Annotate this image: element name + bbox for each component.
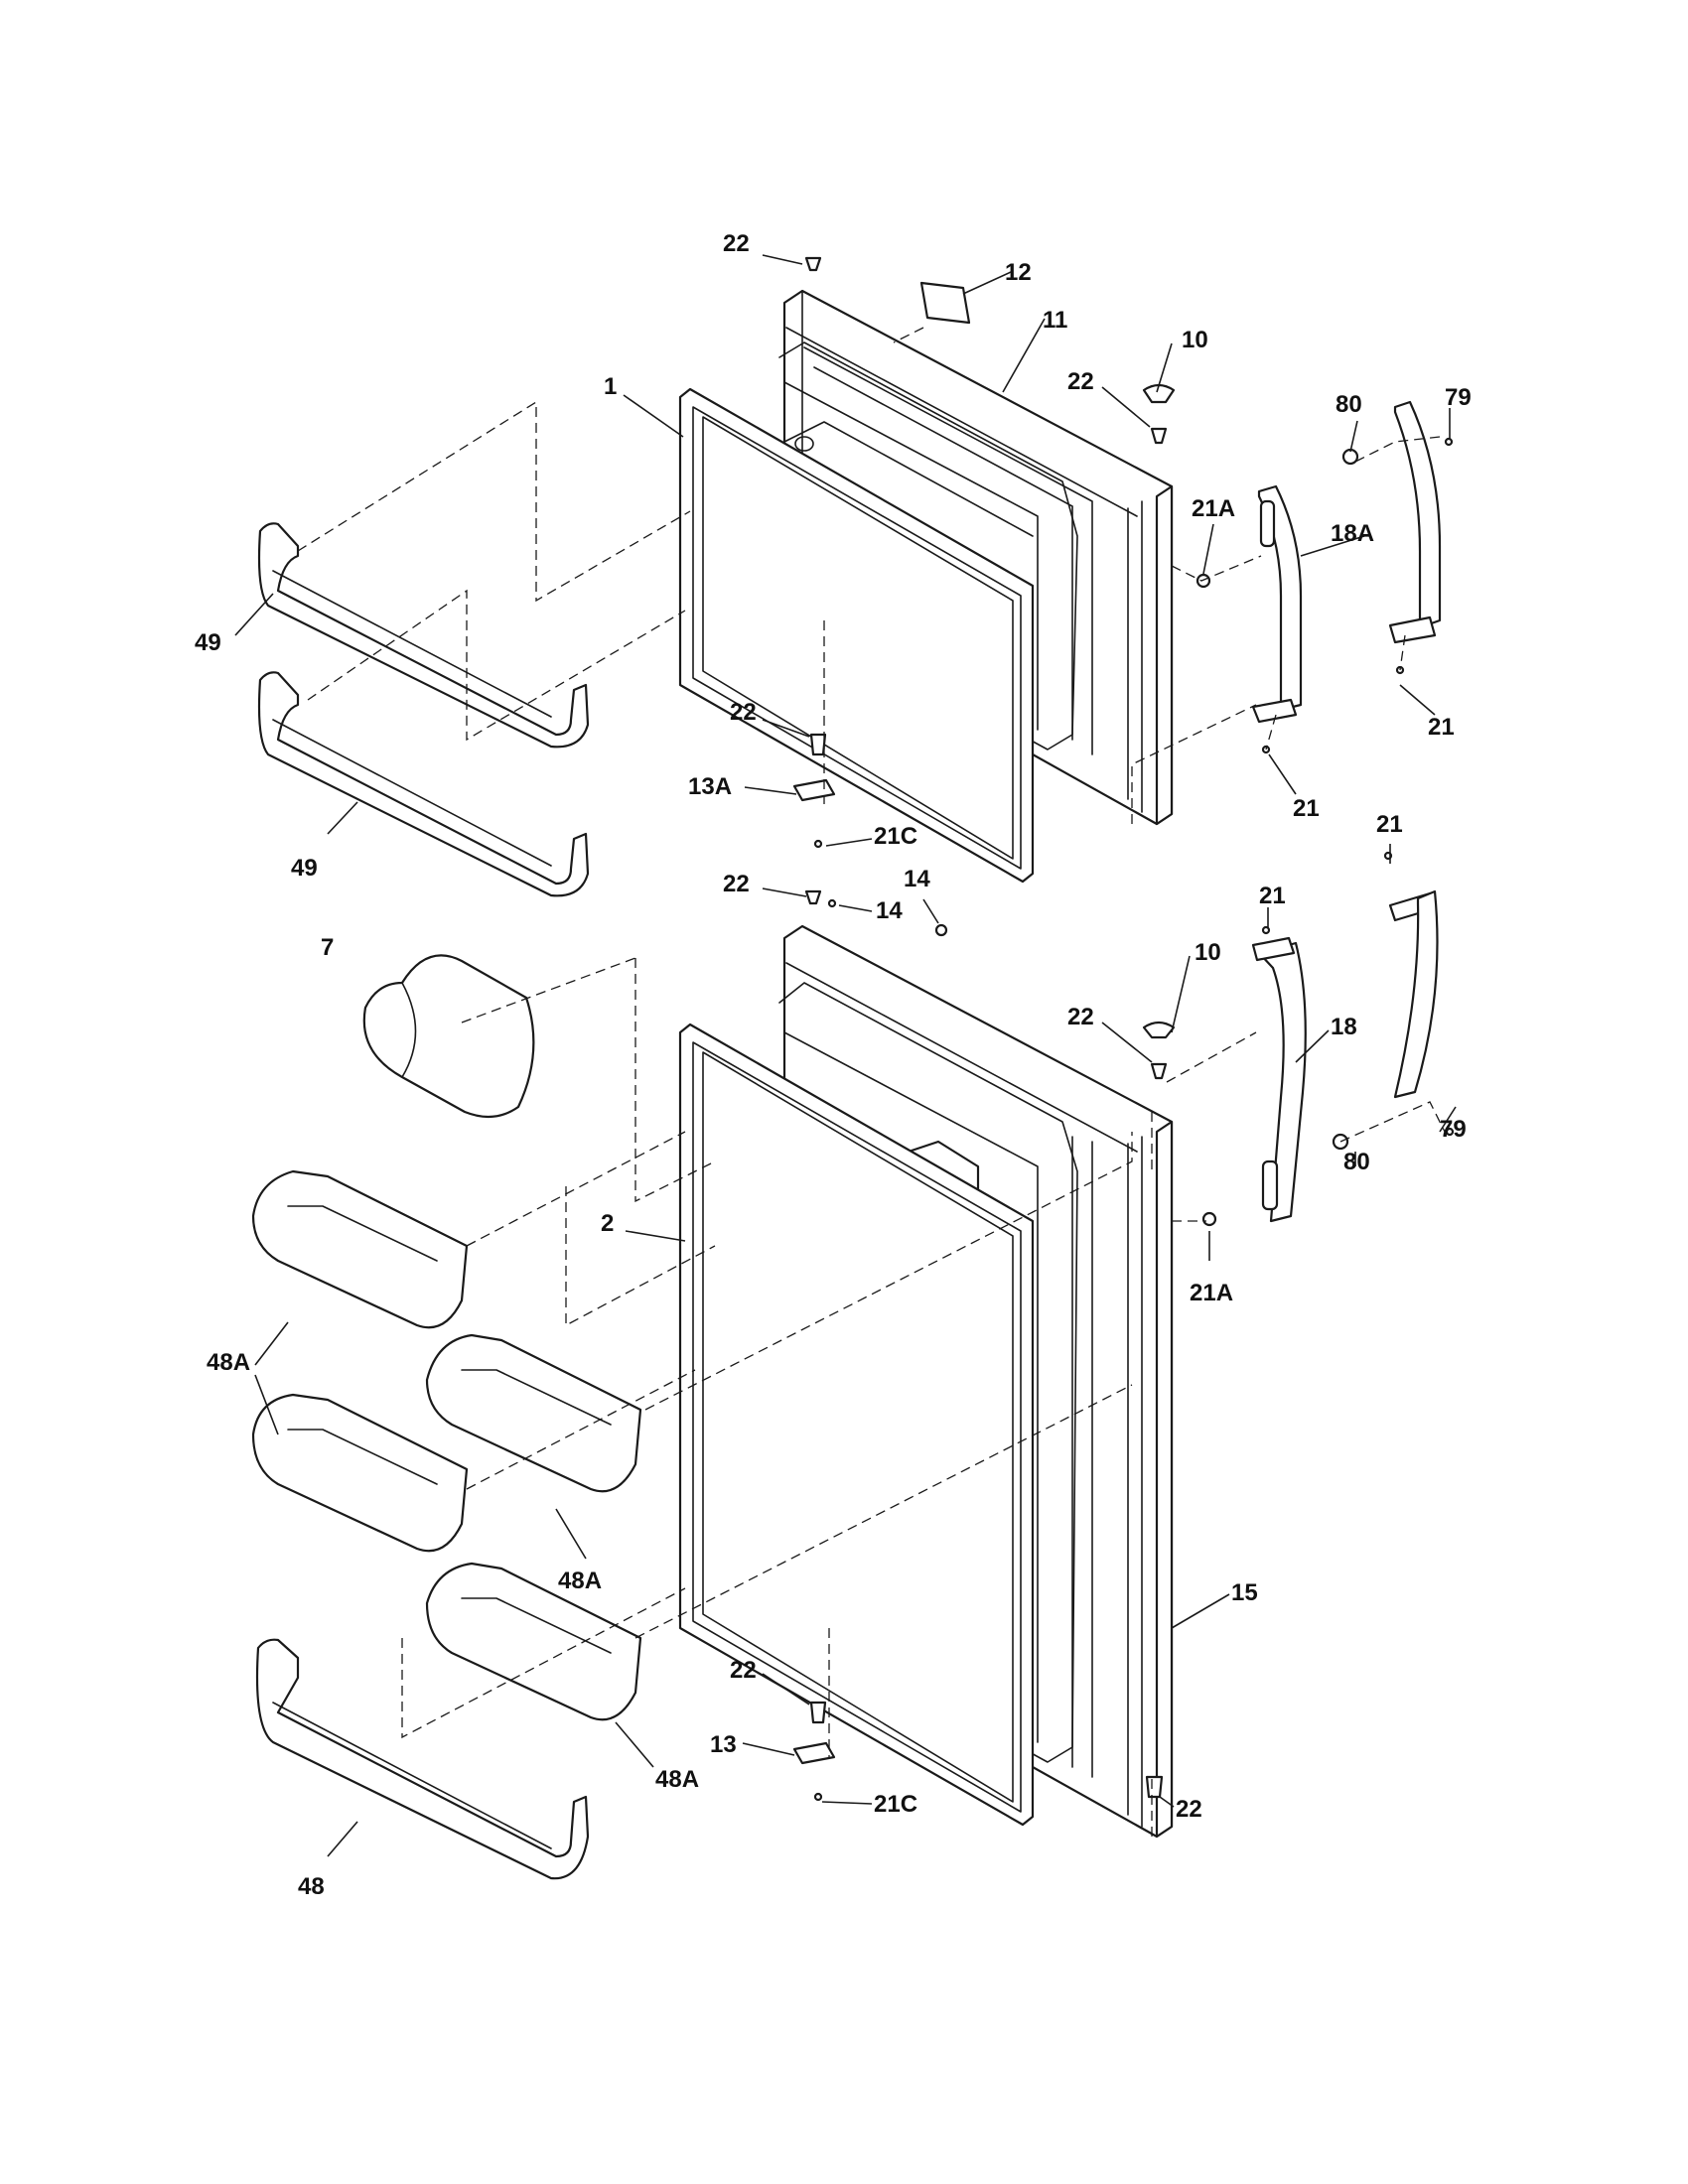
door-bin-48A-2: [425, 1333, 642, 1493]
callout-22: 22: [723, 871, 750, 897]
fresh-food-door-gasket: [678, 1023, 1035, 1827]
callout-21: 21: [1259, 883, 1286, 909]
callout-10: 10: [1195, 939, 1221, 966]
fresh-food-handle-front-18: [1251, 936, 1307, 1223]
callout-13A: 13A: [688, 773, 732, 800]
callout-21: 21: [1293, 795, 1320, 822]
callout-21: 21: [1428, 714, 1455, 741]
callout-21C: 21C: [874, 823, 917, 850]
door-bin-48A-1: [251, 1169, 469, 1329]
callout-21A: 21A: [1192, 495, 1235, 522]
callout-12: 12: [1005, 259, 1032, 286]
label-decal: [919, 281, 971, 325]
callout-22: 22: [723, 230, 750, 257]
callout-14: 14: [904, 866, 930, 892]
dairy-compartment-7: [362, 954, 535, 1119]
callout-15: 15: [1231, 1579, 1258, 1606]
callout-48: 48: [298, 1873, 325, 1900]
door-shelf-49-lower: [257, 671, 590, 897]
callout-79: 79: [1440, 1116, 1467, 1143]
callout-18: 18: [1331, 1014, 1357, 1040]
door-bin-48A-4: [425, 1562, 642, 1721]
door-shelf-48: [255, 1638, 590, 1880]
callout-18A: 18A: [1331, 520, 1374, 547]
door-bin-48A-3: [251, 1393, 469, 1553]
callout-22: 22: [730, 1657, 757, 1684]
callout-2: 2: [601, 1210, 614, 1237]
freezer-handle-rear: [1388, 400, 1442, 644]
callout-7: 7: [321, 934, 334, 961]
callout-22: 22: [1176, 1796, 1202, 1823]
callout-21C: 21C: [874, 1791, 917, 1818]
freezer-door-gasket: [678, 387, 1035, 884]
callout-49: 49: [291, 855, 318, 882]
callout-11: 11: [1043, 307, 1067, 334]
callout-labels: 22 12 11 10 22 80 79 1 21A 18A 49 22 21 …: [195, 230, 1472, 1900]
callout-21: 21: [1376, 811, 1403, 838]
callout-48A: 48A: [558, 1568, 602, 1594]
callout-79: 79: [1445, 384, 1472, 411]
callout-22: 22: [1067, 1004, 1094, 1030]
freezer-handle-front-18A: [1251, 484, 1303, 724]
assembly-guide-lines: [297, 327, 1446, 1837]
callout-1: 1: [604, 373, 617, 400]
callout-48A: 48A: [207, 1349, 250, 1376]
callout-49: 49: [195, 629, 221, 656]
callout-48A: 48A: [655, 1766, 699, 1793]
callout-22: 22: [730, 699, 757, 726]
callout-14: 14: [876, 897, 903, 924]
callout-80: 80: [1343, 1149, 1370, 1175]
fresh-food-handle-rear: [1388, 889, 1439, 1099]
callout-22: 22: [1067, 368, 1094, 395]
callout-10: 10: [1182, 327, 1208, 353]
callout-21A: 21A: [1190, 1280, 1233, 1306]
callout-13: 13: [710, 1731, 737, 1758]
callout-80: 80: [1336, 391, 1362, 418]
leader-lines: [234, 254, 1457, 1857]
door-shelf-49-upper: [257, 522, 590, 749]
